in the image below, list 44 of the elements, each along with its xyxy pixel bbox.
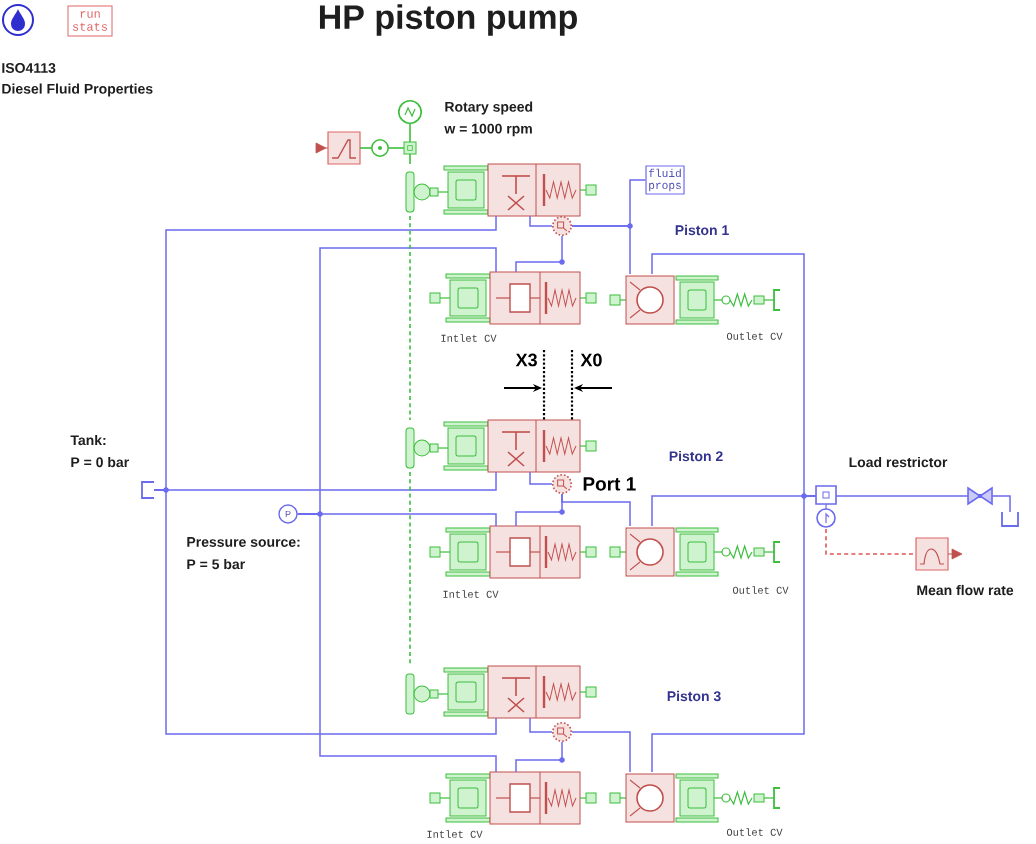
piston-pump-drawing (405, 419, 597, 473)
pipe-line (515, 741, 563, 773)
position-label: X3 (515, 353, 537, 367)
pipe-line (529, 215, 553, 227)
speed-sensor-symbol (398, 100, 422, 124)
pipe-line (651, 495, 817, 773)
inlet-valve-drawing (429, 771, 597, 825)
outlet-valve-drawing (609, 773, 781, 823)
inlet-valve-drawing (429, 525, 597, 579)
tank-symbol (141, 481, 155, 499)
dashed-signal-line (409, 215, 411, 421)
shaft-line (409, 123, 411, 143)
orifice-symbol (552, 722, 572, 742)
outlet-valve-drawing (609, 275, 781, 325)
orifice-symbol (552, 216, 572, 236)
outlet-valve-drawing (609, 527, 781, 577)
mean-flow-block (915, 537, 963, 571)
port-label: Port 1 (583, 477, 636, 491)
piston-pump-drawing (405, 665, 597, 719)
pipe-line (529, 471, 553, 485)
shaft-line (409, 153, 411, 165)
pipe-line (571, 179, 647, 227)
piston-pump-drawing (405, 163, 597, 217)
orifice-symbol (552, 474, 572, 494)
pipe-line (835, 495, 969, 497)
position-label: X0 (580, 353, 602, 367)
dashed-signal-line (825, 528, 917, 555)
inlet-valve-drawing (429, 271, 597, 325)
pipe-line (991, 495, 1011, 513)
ramp-source-block (315, 131, 361, 165)
dashed-signal-line (409, 471, 411, 667)
shaft-junction-symbol (403, 141, 417, 155)
shaft-line (388, 147, 405, 149)
shaft-line (359, 147, 372, 149)
pipe-line (561, 493, 631, 527)
title: HP piston pump (319, 4, 577, 36)
flow-sensor-symbol (815, 485, 837, 528)
pipe-line (529, 717, 553, 733)
pipe-line (515, 235, 563, 273)
converter-symbol (371, 139, 389, 157)
tank-symbol (1001, 511, 1019, 527)
pipe-line (296, 513, 497, 773)
pipe-line (153, 489, 497, 735)
pipe-line (571, 731, 631, 773)
